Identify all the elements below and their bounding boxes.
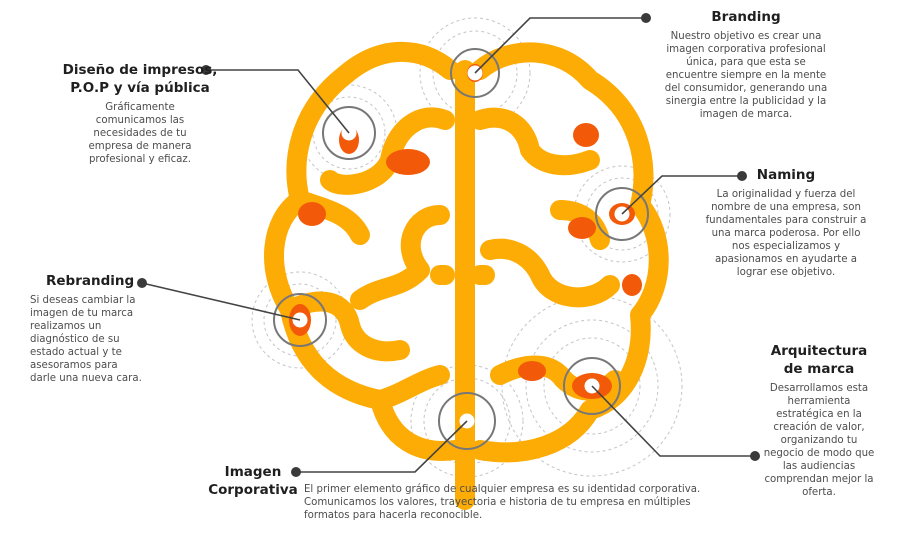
naming-block: Naming La originalidad y fuerza del nomb…	[704, 166, 868, 279]
disenos-block: Diseño de impresos, P.O.P y vía pública …	[55, 61, 225, 166]
connector-endpoints	[137, 13, 760, 477]
branding-description: Nuestro objetivo es crear una imagen cor…	[664, 31, 828, 120]
endpoint-imagen	[291, 467, 301, 477]
arquitectura-block: Arquitectura de marca Desarrollamos esta…	[760, 342, 878, 499]
naming-title: Naming	[756, 167, 816, 183]
endpoint-rebranding	[137, 278, 147, 288]
rebranding-description: Si deseas cambiar la imagen de tu marca …	[30, 295, 142, 384]
imagen-desc-block: El primer elemento gráfico de cualquier …	[304, 483, 704, 522]
rebranding-title: Rebranding	[46, 273, 135, 289]
endpoint-disenos	[201, 65, 211, 75]
arquitectura-title: Arquitectura de marca	[770, 343, 868, 377]
connector-disenos	[208, 69, 350, 134]
connector-imagen	[296, 420, 468, 473]
imagen-description: El primer elemento gráfico de cualquier …	[304, 484, 701, 521]
endpoint-branding	[641, 13, 651, 23]
endpoint-naming	[737, 171, 747, 181]
solid-rings	[273, 48, 649, 450]
rebranding-block: Rebranding Si deseas cambiar la imagen d…	[30, 272, 142, 385]
connector-lines	[141, 17, 754, 473]
arquitectura-description: Desarrollamos esta herramienta estratégi…	[763, 383, 875, 498]
connector-rebranding	[141, 282, 301, 321]
branding-title: Branding	[711, 9, 781, 25]
connector-naming	[621, 175, 740, 215]
disenos-title: Diseño de impresos, P.O.P y vía pública	[62, 62, 218, 96]
branding-block: Branding Nuestro objetivo es crear una i…	[660, 8, 832, 121]
connector-branding	[474, 17, 646, 74]
disenos-description: Gráficamente comunicamos las necesidades…	[88, 102, 192, 165]
endpoint-arquitectura	[750, 451, 760, 461]
connector-arquitectura	[591, 385, 754, 457]
naming-description: La originalidad y fuerza del nombre de u…	[705, 189, 867, 278]
imagen-title: Imagen Corporativa	[208, 464, 298, 498]
imagen-title-block: Imagen Corporativa	[205, 463, 301, 499]
